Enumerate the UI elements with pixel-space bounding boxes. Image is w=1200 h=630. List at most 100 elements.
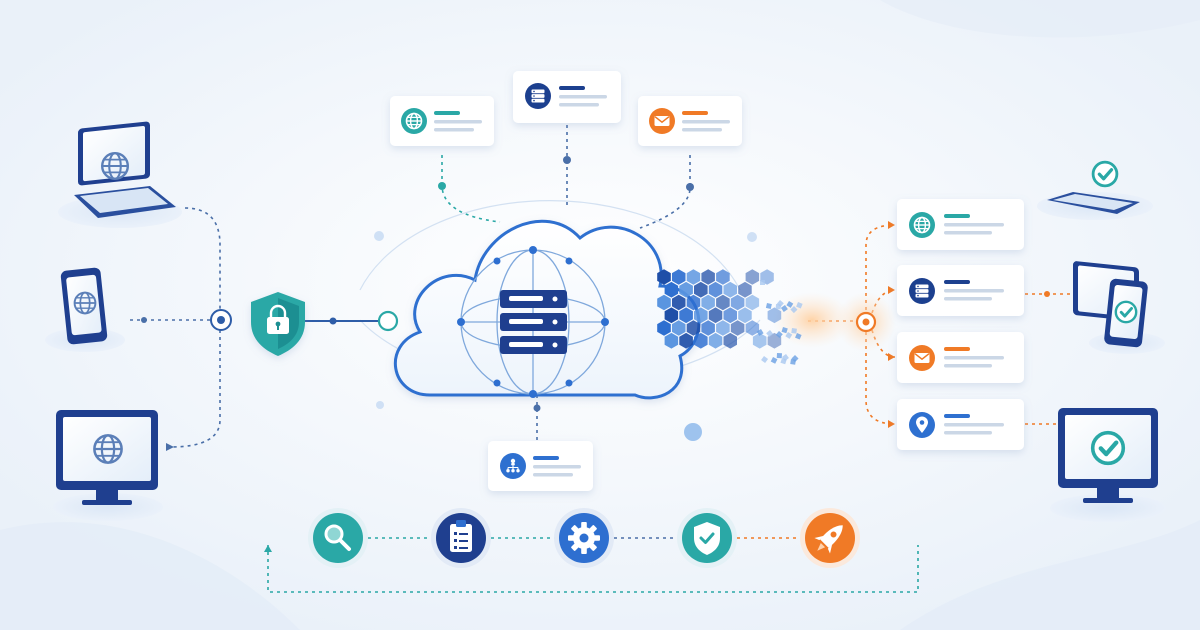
data-particle	[760, 280, 765, 285]
process-step-gear	[554, 508, 614, 568]
right-card-location	[897, 399, 1024, 450]
right-device-monitor	[1050, 408, 1166, 522]
data-particle	[785, 331, 793, 339]
gateway-dot	[329, 317, 337, 325]
shield-check-icon	[694, 522, 720, 555]
data-particle	[781, 327, 788, 334]
left-device-laptop	[58, 121, 182, 228]
data-hexagon	[694, 281, 708, 298]
data-particle	[775, 331, 783, 339]
data-hexagon	[679, 332, 693, 349]
data-particle	[790, 306, 798, 314]
bottom-card-network	[488, 441, 593, 491]
gateway-shield	[251, 292, 305, 356]
data-particle	[786, 301, 794, 308]
link-laptop-left	[184, 207, 221, 320]
data-hexagon	[672, 269, 686, 285]
data-hexagon	[716, 269, 730, 285]
top-card-server	[513, 71, 621, 123]
output-hub-node	[836, 292, 896, 352]
data-hexagon	[672, 294, 686, 311]
data-hexagon	[664, 332, 679, 349]
data-particle	[781, 354, 789, 361]
data-hexagon	[745, 294, 760, 311]
data-hexagon	[679, 307, 693, 324]
data-hexagon	[716, 320, 730, 336]
data-hexagon	[664, 281, 679, 298]
data-hexagon	[686, 320, 701, 336]
data-hexagon	[708, 281, 723, 298]
check-icon	[1093, 433, 1124, 464]
data-particle	[780, 305, 788, 312]
data-particle	[765, 303, 772, 309]
data-hexagon	[686, 269, 701, 285]
top-card-globe	[390, 96, 494, 146]
background-wave-bottom-right	[900, 520, 1200, 630]
data-hexagon	[708, 332, 723, 349]
data-hexagon	[730, 320, 745, 336]
server-icon	[531, 89, 545, 103]
rocket-icon	[814, 525, 843, 554]
data-hexagon	[723, 332, 737, 349]
data-particle	[770, 357, 778, 364]
process-step-shield	[677, 508, 737, 568]
check-icon	[1091, 160, 1119, 188]
data-hexagon	[701, 269, 715, 285]
globe-nodes	[457, 246, 609, 398]
search-icon	[324, 524, 351, 551]
data-hexagon	[752, 332, 767, 349]
gear-icon	[568, 522, 600, 554]
data-particle	[756, 329, 764, 336]
data-hexagon	[730, 294, 745, 311]
data-hexagon	[716, 294, 730, 311]
process-step-rocket	[800, 508, 860, 568]
data-hexagon	[745, 320, 760, 336]
data-hexagon	[679, 281, 693, 298]
data-hexagon	[657, 294, 671, 311]
right-card-mail	[897, 332, 1024, 383]
top-card-mail	[638, 96, 742, 146]
data-hexagon	[657, 320, 671, 336]
server-icon	[915, 284, 929, 298]
data-particle	[761, 356, 769, 363]
process-step-search	[308, 508, 368, 568]
left-device-smartphone	[45, 267, 125, 352]
shield-lock-icon	[267, 304, 289, 334]
data-particle	[791, 355, 799, 363]
data-particle	[766, 330, 774, 338]
background-wave-top-right	[880, 0, 1200, 38]
data-particle	[795, 333, 802, 340]
data-hexagon	[745, 269, 760, 285]
data-particle	[776, 300, 784, 308]
data-hexagon	[664, 307, 679, 324]
left-device-monitor	[53, 410, 163, 521]
data-hexagon	[686, 294, 701, 311]
data-stream-hexagons	[657, 269, 803, 365]
data-hexagon	[723, 307, 737, 324]
mail-icon	[653, 115, 671, 127]
mail-icon	[913, 352, 931, 364]
data-hexagon	[767, 332, 782, 349]
cloud-entry-node	[377, 310, 399, 332]
data-hexagon	[694, 332, 708, 349]
data-particle	[791, 328, 797, 334]
data-hexagon	[657, 269, 671, 285]
link-monitor-left	[169, 330, 221, 448]
junction-node-left	[210, 309, 232, 331]
process-loop	[267, 545, 919, 593]
data-hexagon	[767, 307, 782, 324]
data-hexagon	[738, 281, 752, 298]
data-hexagon	[701, 294, 715, 311]
right-card-server	[897, 265, 1024, 316]
background-wave-bottom-left	[0, 522, 300, 630]
data-particle	[796, 302, 803, 309]
data-hexagon	[738, 307, 752, 324]
check-icon	[1114, 300, 1138, 324]
process-step-clipboard	[431, 508, 491, 568]
data-hexagon	[701, 320, 715, 336]
server-stack-icon	[500, 290, 567, 354]
data-hexagon	[694, 307, 708, 324]
clipboard-checklist-icon	[450, 520, 472, 552]
data-particle	[776, 353, 782, 359]
